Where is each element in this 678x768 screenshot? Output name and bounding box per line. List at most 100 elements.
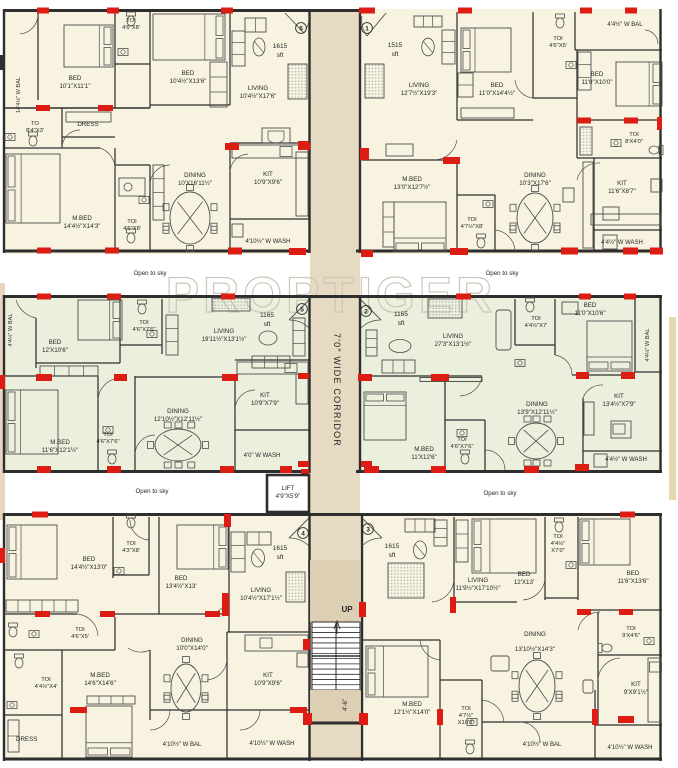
svg-text:8'4"X3': 8'4"X3': [26, 128, 44, 134]
svg-text:X7'0": X7'0": [551, 548, 564, 554]
svg-text:Open to sky: Open to sky: [133, 270, 167, 277]
svg-text:1615: 1615: [385, 543, 400, 550]
svg-text:BED: BED: [591, 71, 604, 78]
svg-text:M.BED: M.BED: [90, 672, 110, 679]
svg-text:12'X13': 12'X13': [514, 579, 534, 586]
svg-text:4: 4: [301, 530, 305, 537]
svg-text:4'10½" W WASH: 4'10½" W WASH: [249, 740, 294, 747]
svg-text:4'4½" W WASH: 4'4½" W WASH: [605, 456, 647, 463]
svg-text:13'0"X12'7½": 13'0"X12'7½": [394, 184, 431, 191]
svg-text:BED: BED: [584, 302, 597, 309]
svg-text:LIVING: LIVING: [214, 328, 234, 335]
svg-text:Open to sky: Open to sky: [135, 488, 169, 495]
svg-text:KIT: KIT: [617, 180, 627, 187]
svg-text:10'1"X11'1": 10'1"X11'1": [59, 83, 90, 90]
svg-text:DRESS: DRESS: [77, 121, 98, 128]
svg-text:4'4½" W WASH: 4'4½" W WASH: [601, 239, 643, 246]
svg-text:LIVING: LIVING: [248, 85, 268, 92]
svg-text:BED: BED: [49, 339, 62, 346]
svg-text:4'4½" W BAL: 4'4½" W BAL: [7, 314, 14, 347]
svg-text:BED: BED: [83, 556, 96, 563]
svg-text:KIT: KIT: [263, 171, 273, 178]
svg-text:11'0"X10'6": 11'0"X10'6": [574, 310, 605, 317]
svg-text:10'4½"X13'6": 10'4½"X13'6": [170, 78, 207, 85]
svg-text:8'X4'0": 8'X4'0": [625, 139, 643, 145]
svg-text:12'10½"X12'11½": 12'10½"X12'11½": [154, 416, 202, 423]
svg-text:7'0" WIDE CORRIDOR: 7'0" WIDE CORRIDOR: [332, 333, 342, 447]
svg-text:4'0" W WASH: 4'0" W WASH: [244, 453, 281, 459]
svg-text:sft: sft: [277, 52, 284, 59]
svg-text:4'4½": 4'4½": [551, 540, 565, 547]
svg-text:BED: BED: [518, 571, 531, 578]
svg-text:DRESS: DRESS: [16, 736, 37, 743]
svg-text:1615: 1615: [273, 545, 288, 552]
svg-text:TOI: TOI: [531, 316, 541, 322]
svg-text:4'-6": 4'-6": [343, 699, 349, 711]
svg-text:sft: sft: [392, 51, 399, 58]
svg-text:4'4½" W BAL: 4'4½" W BAL: [644, 329, 651, 362]
svg-text:BED: BED: [491, 82, 504, 89]
svg-text:4'3"X8': 4'3"X8': [122, 548, 140, 554]
svg-text:4'10½" W BAL: 4'10½" W BAL: [523, 741, 562, 748]
svg-text:4'6"X7'6": 4'6"X7'6": [450, 444, 473, 450]
svg-text:TOI: TOI: [626, 626, 636, 632]
svg-text:13'10½"X14'3": 13'10½"X14'3": [515, 646, 555, 653]
svg-text:10'9"X9'6": 10'9"X9'6": [254, 680, 282, 687]
svg-text:LIFT: LIFT: [282, 485, 295, 492]
svg-text:11'0"X10'0": 11'0"X10'0": [581, 79, 612, 86]
svg-text:DINING: DINING: [167, 408, 189, 415]
svg-text:4'6"X5': 4'6"X5': [549, 43, 567, 49]
svg-text:11'0"X14'4½": 11'0"X14'4½": [479, 90, 515, 97]
svg-text:12'1½"X14'0": 12'1½"X14'0": [394, 709, 431, 716]
svg-text:TOI: TOI: [41, 677, 51, 683]
svg-text:TOI: TOI: [127, 219, 137, 225]
svg-text:13'4½"X13': 13'4½"X13': [165, 583, 196, 590]
svg-text:11'X12'6": 11'X12'6": [411, 454, 436, 461]
svg-text:TOI: TOI: [103, 432, 113, 438]
svg-text:1615: 1615: [273, 43, 288, 50]
svg-text:4'10½" W WASH: 4'10½" W WASH: [245, 238, 290, 245]
svg-text:TOI: TOI: [75, 627, 85, 633]
svg-text:TOI: TOI: [461, 706, 471, 712]
svg-text:sft: sft: [264, 321, 271, 328]
svg-text:19'11½"X13'1½": 19'11½"X13'1½": [202, 336, 247, 343]
svg-text:TOI: TOI: [457, 437, 467, 443]
svg-text:TOI: TOI: [126, 541, 136, 547]
svg-text:9'X4'6": 9'X4'6": [622, 633, 640, 639]
svg-text:LIVING: LIVING: [443, 333, 463, 340]
svg-text:10'X16'11½": 10'X16'11½": [178, 180, 212, 187]
svg-text:Open to sky: Open to sky: [485, 270, 519, 277]
svg-text:4'9"X5'9": 4'9"X5'9": [276, 493, 301, 500]
svg-text:4'10½" W BAL: 4'10½" W BAL: [163, 741, 202, 748]
svg-text:14'4½" W BAL: 14'4½" W BAL: [15, 77, 22, 113]
svg-text:sft: sft: [389, 552, 396, 559]
svg-text:11'6"X8'7": 11'6"X8'7": [608, 188, 636, 195]
svg-text:KIT: KIT: [614, 393, 624, 400]
svg-text:4'6"X8': 4'6"X8': [122, 25, 140, 31]
svg-text:14'4½"X14'3": 14'4½"X14'3": [64, 223, 101, 230]
svg-text:1: 1: [365, 25, 369, 32]
svg-text:DINING: DINING: [181, 637, 203, 644]
svg-text:TOI: TOI: [629, 132, 639, 138]
svg-text:DINING: DINING: [524, 172, 546, 179]
svg-text:4'6"X7'6": 4'6"X7'6": [132, 327, 155, 333]
svg-text:TOI: TOI: [553, 36, 563, 42]
svg-text:LIVING: LIVING: [251, 587, 271, 594]
svg-text:27'3"X13'1½": 27'3"X13'1½": [435, 341, 472, 348]
svg-text:14'6"X14'6": 14'6"X14'6": [84, 680, 116, 687]
svg-text:4'4½" W BAL: 4'4½" W BAL: [607, 21, 643, 28]
svg-text:M.BED: M.BED: [402, 701, 422, 708]
svg-text:10'9"X9'6": 10'9"X9'6": [254, 179, 282, 186]
svg-text:11'6"X12'1½": 11'6"X12'1½": [42, 447, 78, 454]
svg-text:3: 3: [366, 526, 370, 533]
svg-text:LIVING: LIVING: [409, 82, 429, 89]
svg-text:BED: BED: [182, 70, 195, 77]
svg-text:X10'3": X10'3": [458, 720, 475, 726]
svg-text:10'3"X17'6": 10'3"X17'6": [519, 180, 551, 187]
svg-text:10'9"X7'9": 10'9"X7'9": [251, 400, 279, 407]
svg-text:5: 5: [300, 306, 304, 313]
svg-text:4'4½"X4': 4'4½"X4': [35, 683, 58, 690]
svg-text:TO: TO: [31, 121, 39, 127]
svg-text:UP: UP: [341, 605, 353, 614]
svg-text:KIT: KIT: [260, 392, 270, 399]
